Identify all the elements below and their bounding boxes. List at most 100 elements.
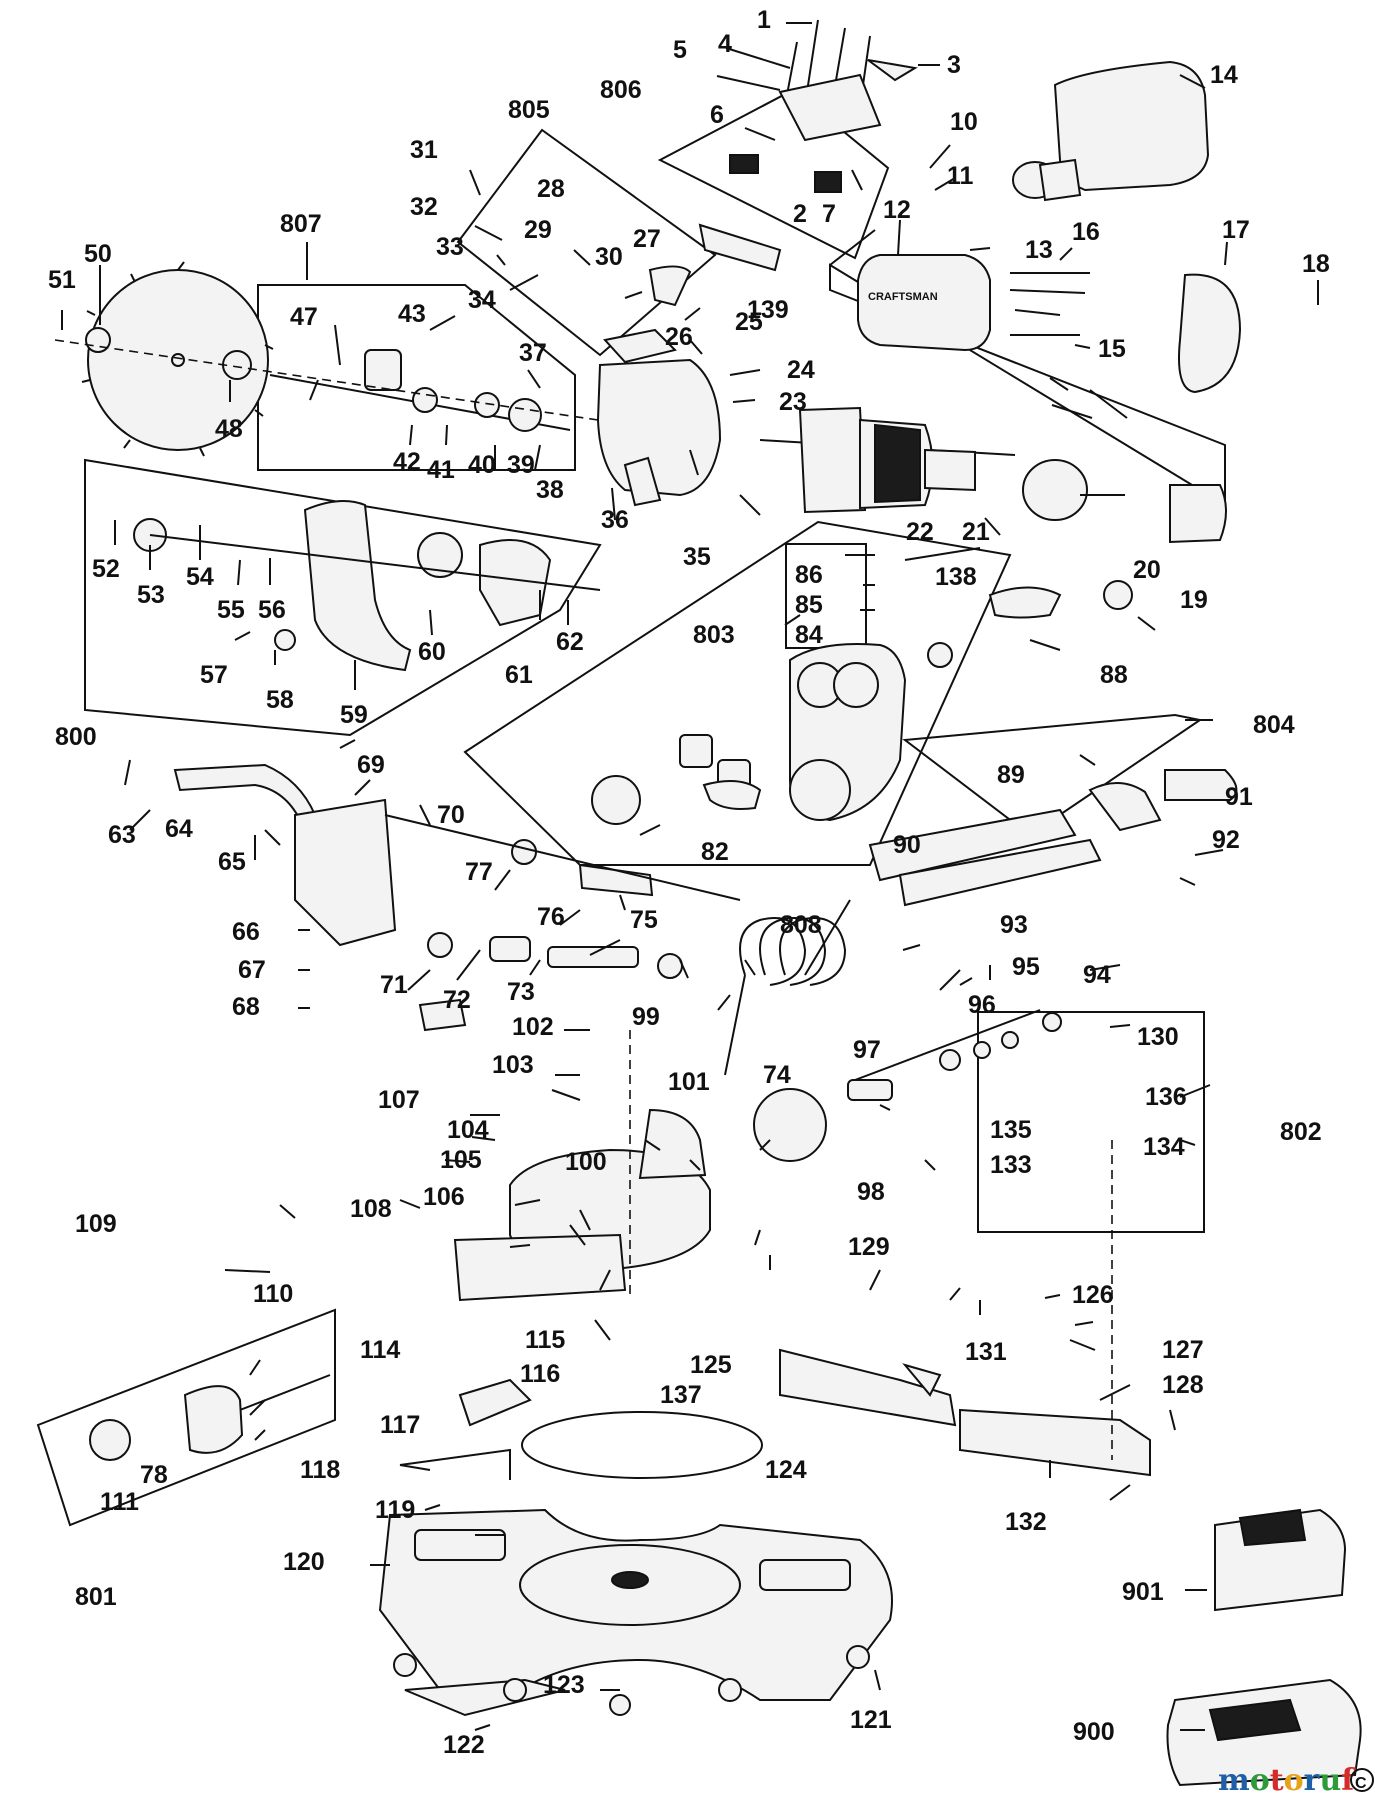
callout-68-left: 68 <box>232 993 260 1021</box>
charger-part <box>1166 1678 1362 1787</box>
callout-42: 42 <box>393 448 421 476</box>
callout-69: 69 <box>357 751 385 779</box>
callout-35: 35 <box>683 543 711 571</box>
lower-guard-parts <box>133 500 601 672</box>
callout-118: 118 <box>300 1456 340 1484</box>
callout-92: 92 <box>1212 826 1240 854</box>
switch-plate-parts <box>778 19 918 142</box>
callout-59: 59 <box>340 701 368 729</box>
callout-34: 34 <box>468 286 496 314</box>
callout-23: 23 <box>779 388 807 416</box>
callout-91: 91 <box>1225 783 1253 811</box>
callout-27: 27 <box>633 225 661 253</box>
motor-housing-part: CRAFTSMAN <box>857 254 1242 394</box>
armature-part <box>759 406 1227 544</box>
callout-93: 93 <box>1000 911 1028 939</box>
callout-110: 110 <box>253 1280 293 1308</box>
callout-104: 104 <box>447 1116 489 1144</box>
callout-66-left: 66 <box>232 918 260 946</box>
watermark-circle-icon <box>1350 1768 1374 1792</box>
callout-21: 21 <box>962 518 990 546</box>
callout-76: 76 <box>537 903 565 931</box>
callout-139: 139 <box>747 296 789 324</box>
callout-36: 36 <box>601 506 629 534</box>
callout-131: 131 <box>965 1338 1007 1366</box>
callout-39: 39 <box>507 451 535 479</box>
callout-78-cam: 78 <box>140 1461 168 1489</box>
callout-900: 900 <box>1073 1718 1115 1746</box>
callout-17: 17 <box>1222 216 1250 244</box>
callout-64: 64 <box>165 815 193 843</box>
pivot-arm-part <box>591 580 1133 825</box>
callout-70: 70 <box>437 801 465 829</box>
callout-numbers: 1 2 3 4 5 6 7 10 11 12 13 14 15 16 17 18… <box>48 6 1330 1759</box>
callout-130: 130 <box>1137 1023 1179 1051</box>
callout-106: 106 <box>423 1183 465 1211</box>
callout-25-motor: 25 <box>735 308 763 336</box>
watermark: motoruf C <box>1218 1763 1374 1798</box>
saw-blade-part <box>81 261 274 457</box>
callout-806: 806 <box>600 76 642 104</box>
group-outlines <box>36 88 1226 1527</box>
callout-15: 15 <box>1098 335 1126 363</box>
callout-13-right: 13 <box>1025 236 1053 264</box>
watermark-letter: u <box>1319 1763 1341 1798</box>
callout-101: 101 <box>668 1068 710 1096</box>
callout-50: 50 <box>84 240 112 268</box>
callout-901: 901 <box>1122 1578 1164 1606</box>
callout-84: 84 <box>795 621 823 649</box>
watermark-mark: C <box>1355 1775 1367 1792</box>
callout-116: 116 <box>520 1360 560 1388</box>
arm-bracket-part <box>418 998 711 1302</box>
callout-31: 31 <box>410 136 438 164</box>
watermark-text: motoruf <box>1218 1763 1356 1798</box>
callout-133: 133 <box>990 1151 1032 1179</box>
callout-98: 98 <box>857 1178 885 1206</box>
gear-case-part <box>596 265 722 507</box>
callout-20: 20 <box>1133 556 1161 584</box>
torsion-spring-part <box>724 899 851 1076</box>
callout-94: 94 <box>1083 961 1111 989</box>
callout-37: 37 <box>519 339 547 367</box>
callout-16: 16 <box>1072 218 1100 246</box>
callout-28: 28 <box>537 175 565 203</box>
watermark-letter: t <box>1270 1763 1284 1798</box>
callout-4: 4 <box>718 30 732 58</box>
rail-parts <box>173 763 1238 979</box>
callout-105: 105 <box>440 1146 482 1174</box>
callout-801: 801 <box>75 1583 117 1611</box>
callout-47-arbor: 47 <box>290 303 318 331</box>
callout-26: 26 <box>665 323 693 351</box>
leader-lines <box>61 22 1319 1731</box>
callout-58: 58 <box>266 686 294 714</box>
callout-10-top: 10 <box>950 108 978 136</box>
callout-117: 117 <box>380 1411 420 1439</box>
callout-38: 38 <box>536 476 564 504</box>
callout-100-a: 100 <box>565 1148 607 1176</box>
fence-parts <box>779 1348 1151 1477</box>
watermark-letter: o <box>1284 1763 1304 1798</box>
callout-803: 803 <box>693 621 735 649</box>
callout-107-a: 107 <box>378 1086 420 1114</box>
callout-7: 7 <box>822 200 836 228</box>
callout-67-left: 67 <box>238 956 266 984</box>
callout-71-left: 71 <box>380 971 408 999</box>
callout-77-left: 77 <box>465 858 493 886</box>
callout-122: 122 <box>443 1731 485 1759</box>
callout-63: 63 <box>108 821 136 849</box>
callout-99-a: 99 <box>632 1003 660 1031</box>
callout-62-guard: 62 <box>556 628 584 656</box>
callout-132: 132 <box>1005 1508 1047 1536</box>
callout-30: 30 <box>595 243 623 271</box>
callout-48: 48 <box>215 415 243 443</box>
callout-121: 121 <box>850 1706 892 1734</box>
callout-75: 75 <box>630 906 658 934</box>
callout-11-top: 11 <box>947 162 974 190</box>
callout-55-guard: 55 <box>217 596 245 624</box>
callout-96: 96 <box>968 991 996 1019</box>
callout-90: 90 <box>893 831 921 859</box>
fence-hardware <box>753 1009 1062 1162</box>
callout-119: 119 <box>375 1496 415 1524</box>
battery-part <box>1214 1508 1347 1612</box>
